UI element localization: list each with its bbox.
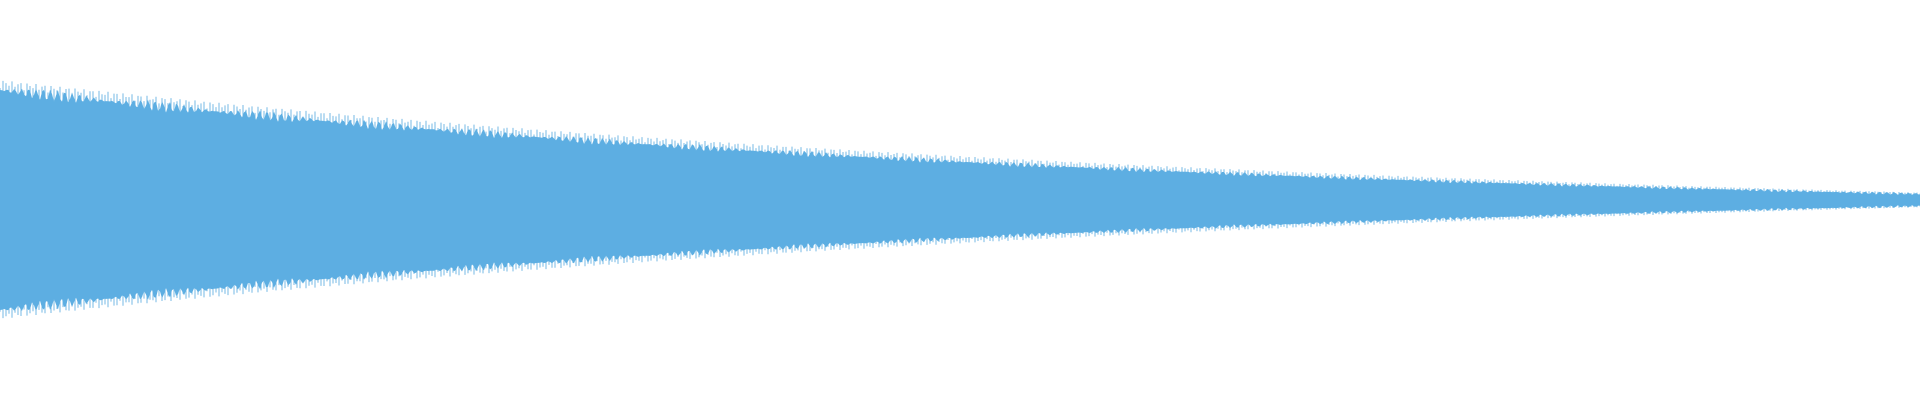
waveform-edge-detail [0,80,1920,319]
